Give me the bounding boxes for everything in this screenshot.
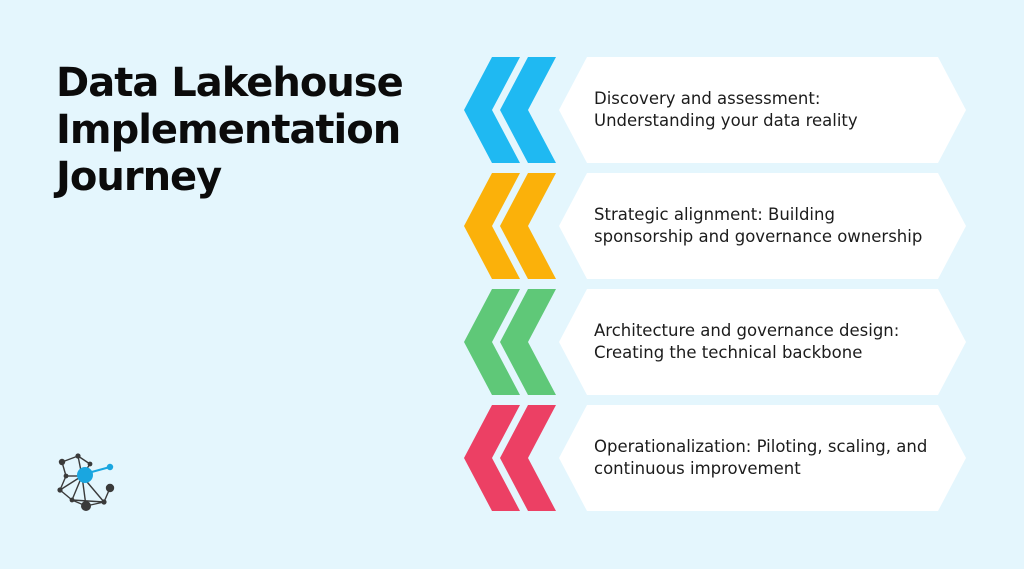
chevron-inner-icon bbox=[500, 289, 556, 395]
chevron-outer-icon bbox=[464, 57, 520, 163]
step-label: Strategic alignment: Building sponsorshi… bbox=[594, 205, 923, 246]
chevron-outer-icon bbox=[464, 405, 520, 511]
chevron-outer-icon bbox=[464, 289, 520, 395]
step-card bbox=[559, 405, 966, 511]
chevron-outer-icon bbox=[464, 173, 520, 279]
journey-step-1: Discovery and assessment: Understanding … bbox=[462, 57, 972, 163]
step-card bbox=[559, 57, 966, 163]
page-title: Data Lakehouse Implementation Journey bbox=[56, 60, 404, 200]
step-card bbox=[559, 289, 966, 395]
chevron-inner-icon bbox=[500, 173, 556, 279]
network-nodes-logo-icon bbox=[57, 453, 115, 511]
journey-step-3: Architecture and governance design: Crea… bbox=[462, 289, 972, 395]
journey-step-2: Strategic alignment: Building sponsorshi… bbox=[462, 173, 972, 279]
step-label: Operationalization: Piloting, scaling, a… bbox=[594, 437, 928, 478]
chevron-inner-icon bbox=[500, 405, 556, 511]
step-label: Architecture and governance design: Crea… bbox=[594, 321, 900, 362]
chevron-inner-icon bbox=[500, 57, 556, 163]
journey-step-4: Operationalization: Piloting, scaling, a… bbox=[462, 405, 972, 511]
step-label: Discovery and assessment: Understanding … bbox=[594, 89, 858, 130]
step-card bbox=[559, 173, 966, 279]
